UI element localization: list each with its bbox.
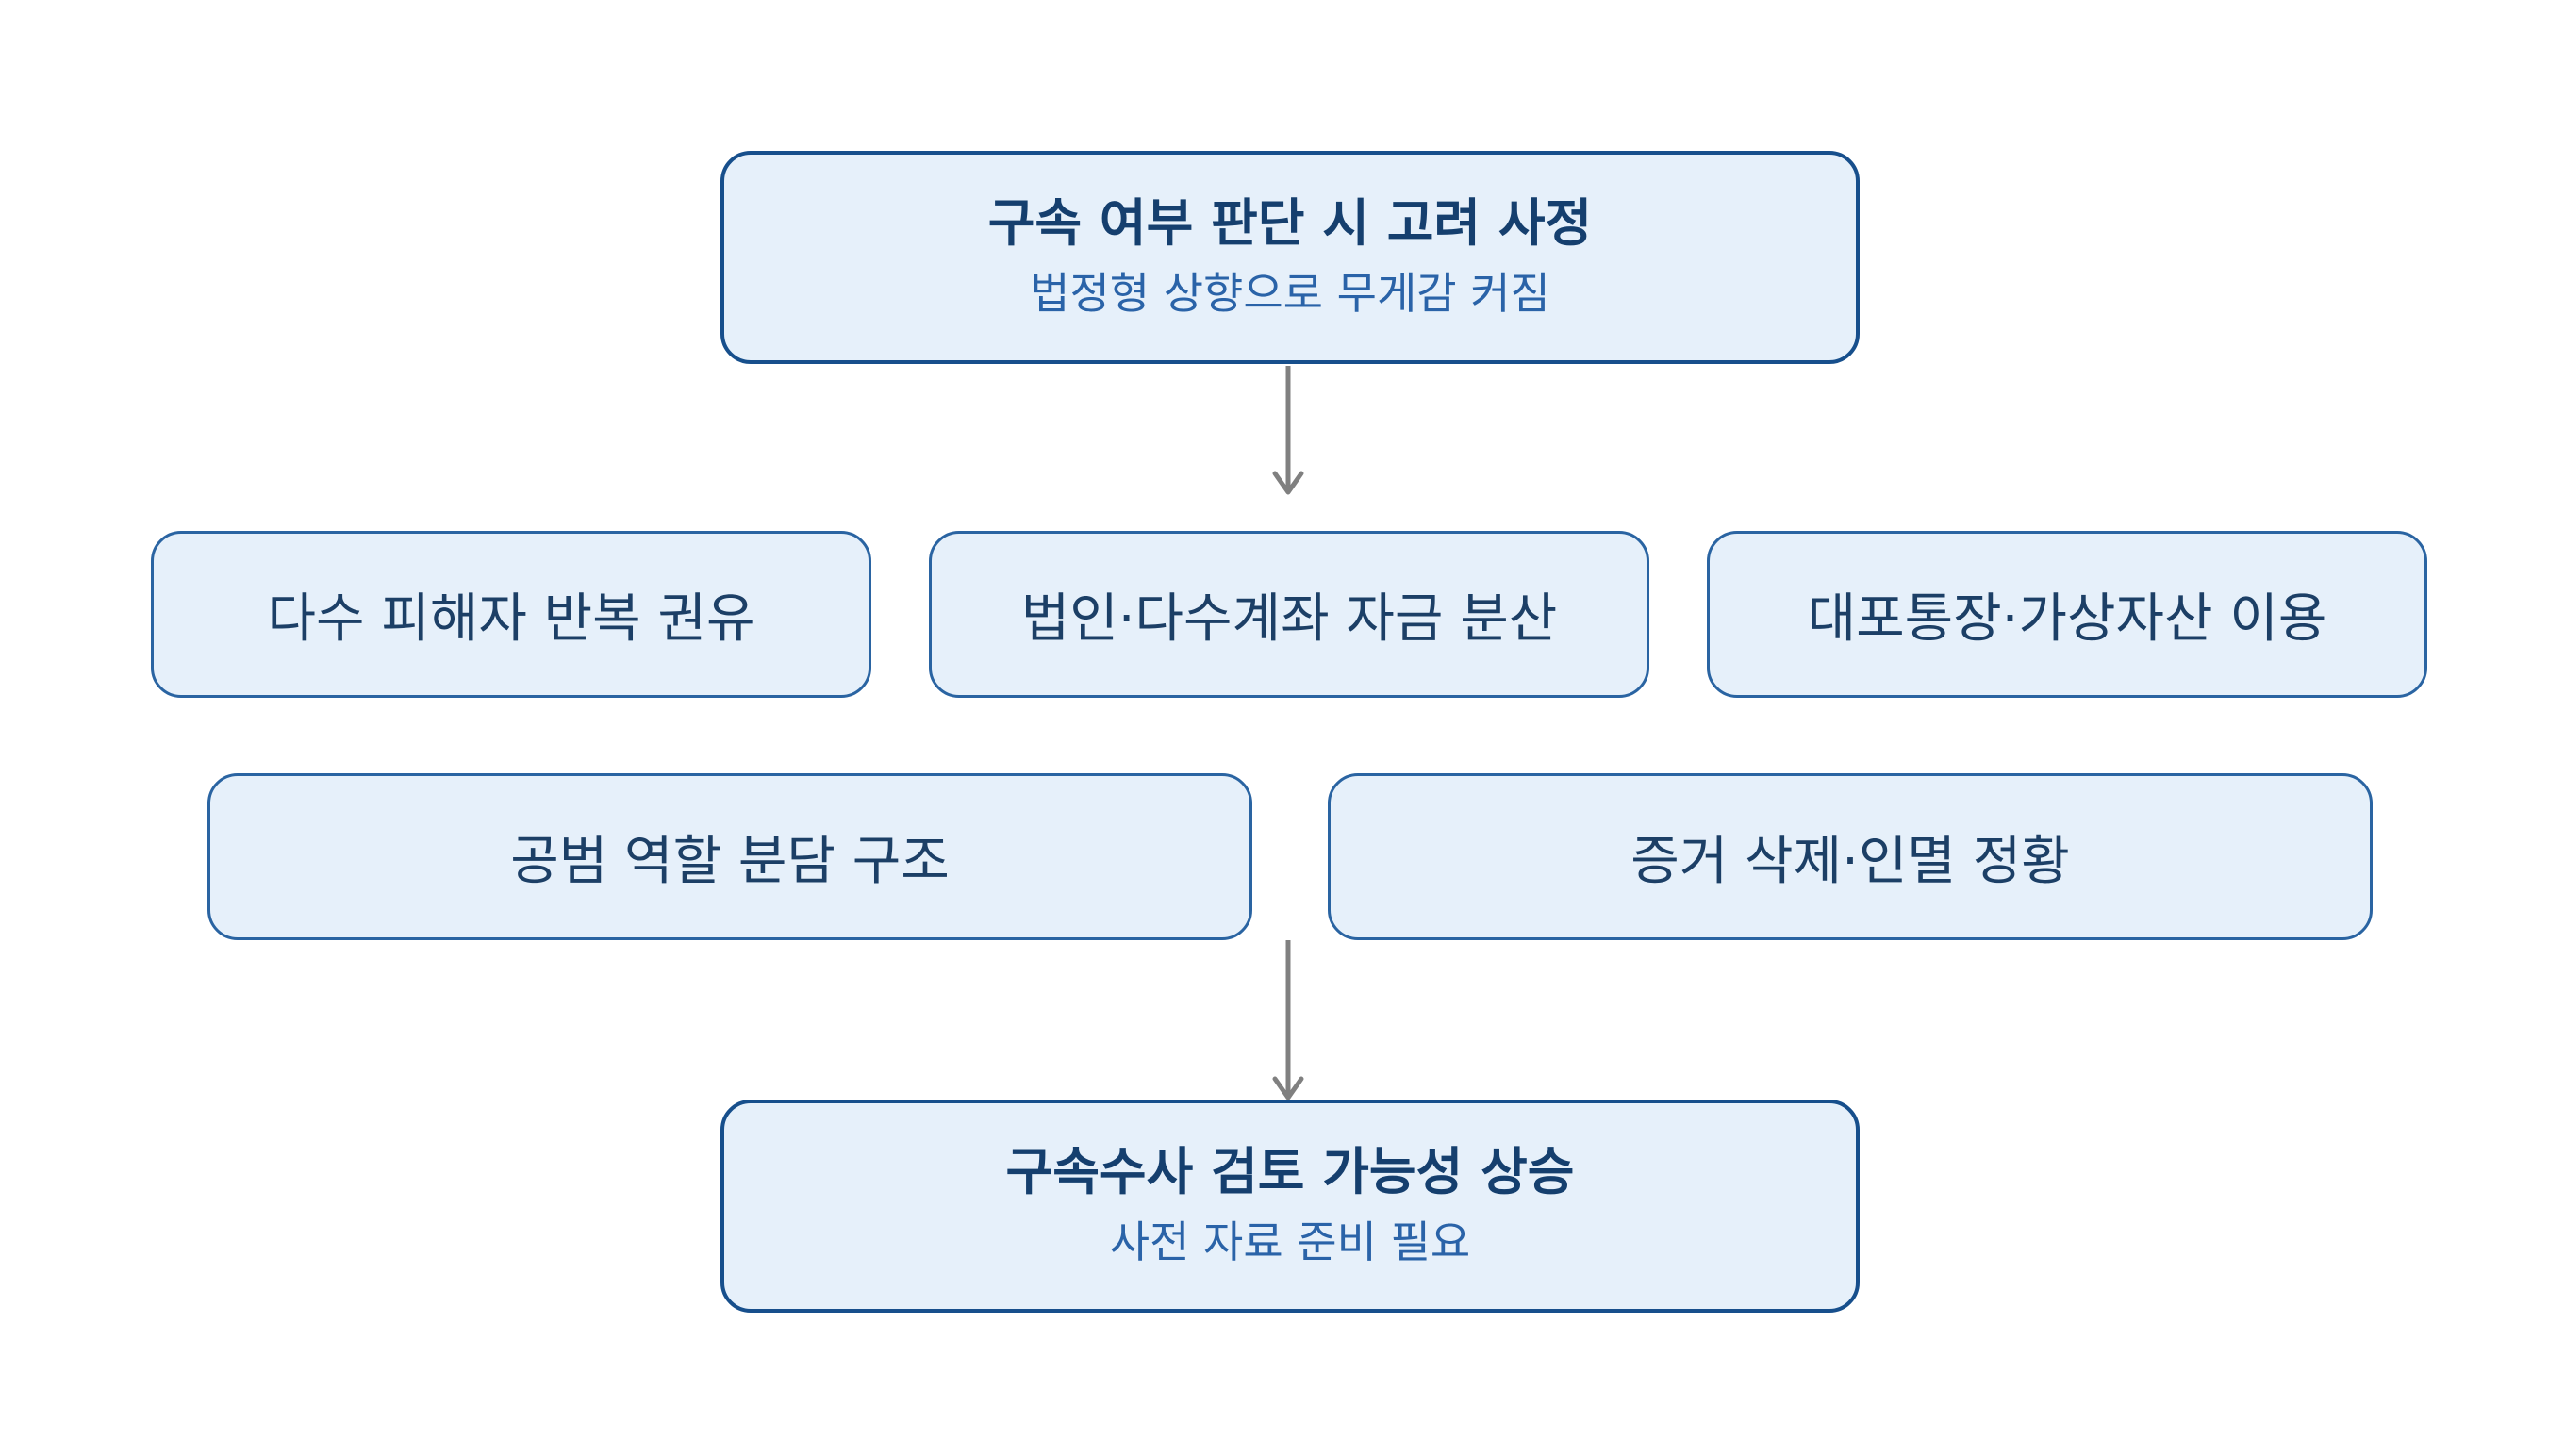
factor-box-accounts: 법인·다수계좌 자금 분산: [929, 531, 1649, 698]
top-box-title: 구속 여부 판단 시 고려 사정: [987, 192, 1593, 253]
arrowhead-factors-to-bottom: [1272, 1076, 1304, 1100]
factor-box-evidence: 증거 삭제·인멸 정황: [1328, 773, 2373, 940]
bottom-box-subtitle: 사전 자료 준비 필요: [1109, 1216, 1471, 1267]
factor-label: 공범 역할 분담 구조: [510, 831, 950, 892]
factor-label: 증거 삭제·인멸 정황: [1630, 831, 2070, 892]
arrowhead-top-to-factors: [1272, 471, 1304, 495]
bottom-box-title: 구속수사 검토 가능성 상승: [1005, 1141, 1575, 1201]
factor-box-victims: 다수 피해자 반복 권유: [151, 531, 871, 698]
factor-label: 다수 피해자 반복 권유: [267, 588, 755, 650]
bottom-box: 구속수사 검토 가능성 상승 사전 자료 준비 필요: [720, 1100, 1860, 1313]
top-box-subtitle: 법정형 상향으로 무게감 커짐: [1030, 267, 1550, 319]
factor-box-accomplices: 공범 역할 분담 구조: [207, 773, 1252, 940]
factor-box-virtual-assets: 대포통장·가상자산 이용: [1707, 531, 2427, 698]
factor-label: 대포통장·가상자산 이용: [1807, 588, 2327, 650]
factor-label: 법인·다수계좌 자금 분산: [1020, 588, 1558, 650]
top-box: 구속 여부 판단 시 고려 사정 법정형 상향으로 무게감 커짐: [720, 151, 1860, 364]
